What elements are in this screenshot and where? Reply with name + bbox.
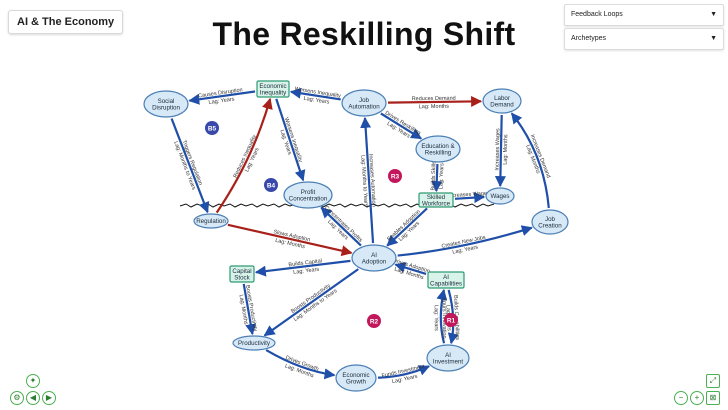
node-regulation[interactable]: Regulation [193, 213, 229, 229]
node-productivity[interactable]: Productivity [232, 335, 276, 351]
edge-label: Reduces Demand [412, 96, 456, 103]
edge-lag-label: Lag: Years [433, 305, 439, 331]
archetypes-dropdown[interactable]: Archetypes ▼ [564, 28, 724, 50]
edge-label: Increases Automation [367, 154, 376, 207]
edge-label: Spurs Innovation [441, 297, 447, 338]
edge-lag-label: Lag: Years [438, 163, 445, 189]
page-title: The Reskilling Shift [212, 16, 516, 52]
back-icon[interactable]: ◀ [26, 391, 40, 405]
edge-lag-label: Lag: Years [391, 374, 418, 386]
svg-text:B5: B5 [208, 125, 217, 132]
edge-label: Builds Skills [430, 161, 437, 191]
zoom-fit-icon[interactable]: ⤢ [706, 374, 720, 388]
lightbulb-icon[interactable]: ✦ [26, 374, 40, 388]
svg-text:R3: R3 [391, 173, 400, 180]
node-label: Regulation [196, 218, 226, 225]
settings-icon[interactable]: ⚙ [10, 391, 24, 405]
loop-badge-r2[interactable]: R2 [367, 314, 381, 328]
node-education[interactable]: Education &Reskilling [415, 135, 461, 163]
edge-skilled-to-wages[interactable]: Increases Wages [447, 191, 490, 204]
edge-lag-label: Lag: Months [419, 104, 450, 110]
app-title-badge: AI & The Economy [8, 10, 124, 34]
edge-lag-label: Lag: Months [503, 134, 510, 165]
svg-text:R1: R1 [447, 317, 456, 324]
edge-lag-label: Lag: Years [293, 267, 320, 276]
archetypes-label: Archetypes [571, 35, 607, 42]
caret-down-icon: ▼ [710, 11, 717, 18]
edge-lag-label: Lag: Years [208, 96, 235, 106]
edge-lag-label: Lag: Years [303, 96, 330, 106]
feedback-loops-dropdown[interactable]: Feedback Loops ▼ [564, 4, 724, 26]
edge-lag-label: Lag: Months to Years [359, 155, 368, 207]
reset-icon[interactable]: ⊠ [706, 391, 720, 405]
forward-icon[interactable]: ▶ [42, 391, 56, 405]
loop-badge-b4[interactable]: B4 [264, 178, 278, 192]
loop-badge-b5[interactable]: B5 [205, 121, 219, 135]
node-label: Education &Reskilling [421, 143, 455, 157]
edge-label: Builds Capital [288, 258, 322, 268]
node-label: Productivity [238, 340, 271, 347]
edge-label: Increases Wages [495, 128, 502, 171]
feedback-loops-label: Feedback Loops [571, 11, 623, 18]
zoom-out-icon[interactable]: − [674, 391, 688, 405]
edge-label: Increases Wages [447, 191, 490, 200]
caret-down-icon: ▼ [710, 35, 717, 42]
loop-badge-r1[interactable]: R1 [444, 313, 458, 327]
svg-text:B4: B4 [267, 182, 276, 189]
svg-text:R2: R2 [370, 318, 379, 325]
zoom-in-icon[interactable]: + [690, 391, 704, 405]
loop-badge-r3[interactable]: R3 [388, 169, 402, 183]
edge-lag-label: Lag: Months [238, 294, 249, 325]
edge-lag-label: Lag: Years [452, 244, 479, 255]
node-label: Wages [490, 193, 509, 200]
node-wages[interactable]: Wages [485, 187, 515, 205]
